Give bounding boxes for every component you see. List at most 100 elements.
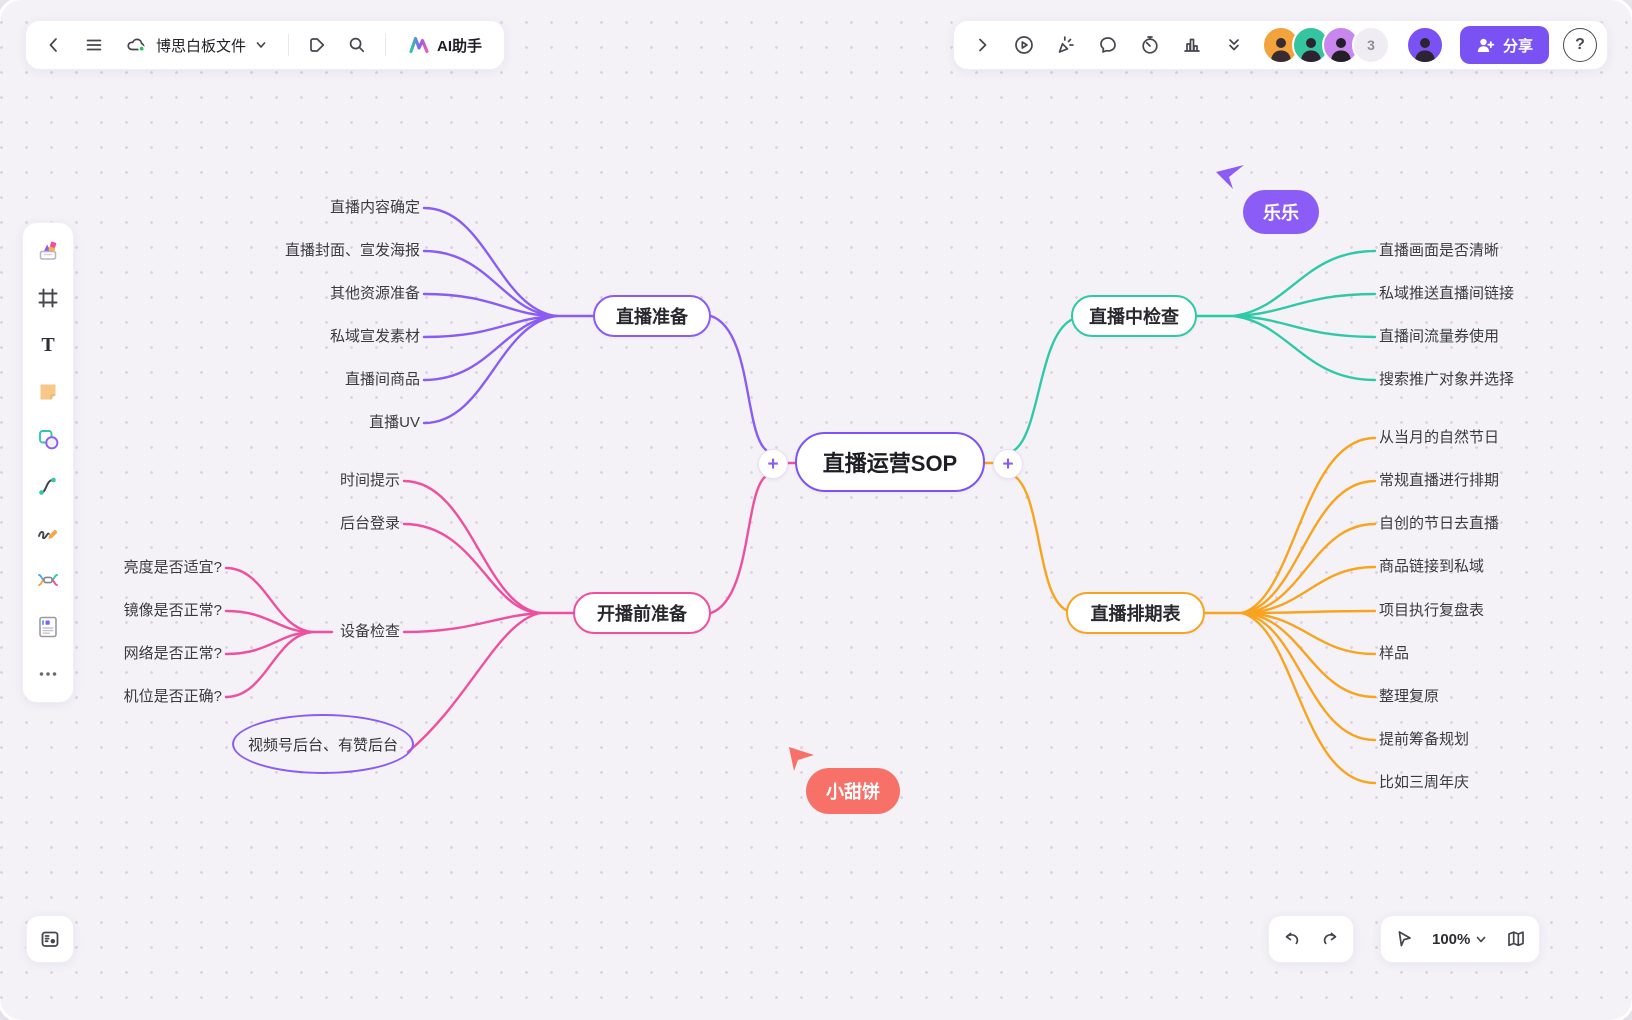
leaf-label[interactable]: 镜像是否正常? bbox=[123, 602, 222, 619]
file-name: 博思白板文件 bbox=[156, 37, 247, 55]
search-button[interactable] bbox=[339, 27, 375, 63]
redo-button[interactable] bbox=[1312, 921, 1348, 957]
leaf-label[interactable]: 后台登录 bbox=[339, 515, 400, 532]
collapse-toolbar-button[interactable] bbox=[1216, 27, 1252, 63]
text-tool-icon: T bbox=[41, 333, 55, 356]
minimap-button[interactable] bbox=[32, 921, 68, 957]
leaf-label[interactable]: 提前筹备规划 bbox=[1379, 731, 1470, 748]
branch-node-live-schedule[interactable]: 直播排期表 bbox=[1066, 592, 1205, 634]
mindmap-root-node[interactable]: 直播运营SOP bbox=[795, 432, 985, 492]
sticky-note-tool-button[interactable] bbox=[29, 373, 67, 411]
frame-icon bbox=[38, 288, 58, 308]
leaf-label[interactable]: 亮度是否适宜? bbox=[123, 559, 222, 576]
history-pill bbox=[1268, 915, 1354, 963]
chevron-down-icon bbox=[1477, 936, 1486, 943]
person-icon bbox=[1414, 38, 1435, 62]
leaf-label[interactable]: 其他资源准备 bbox=[329, 285, 420, 302]
pointer-tool-button[interactable] bbox=[1386, 921, 1422, 957]
leaf-label[interactable]: 常规直播进行排期 bbox=[1379, 472, 1500, 489]
branch-node-mid-live-check[interactable]: 直播中检查 bbox=[1071, 295, 1197, 337]
person-icon bbox=[1270, 38, 1291, 62]
shapes-tool-button[interactable] bbox=[29, 420, 67, 458]
mindmap-icon bbox=[38, 574, 58, 586]
leaf-label[interactable]: 搜索推广对象并选择 bbox=[1379, 371, 1515, 388]
view-controls-pill: 100% bbox=[1380, 915, 1541, 963]
pages-map-button[interactable] bbox=[1498, 921, 1534, 957]
collaborator-avatar-group[interactable]: 3 bbox=[1261, 26, 1390, 64]
mindmap-tool-button[interactable] bbox=[29, 561, 67, 599]
leaf-label[interactable]: 私域宣发素材 bbox=[329, 328, 420, 345]
collaborator-cursor-label: 小甜饼 bbox=[806, 768, 900, 814]
leaf-label[interactable]: 时间提示 bbox=[339, 472, 400, 489]
share-button[interactable]: 分享 bbox=[1459, 26, 1549, 64]
leaf-label[interactable]: 商品链接到私域 bbox=[1379, 558, 1485, 575]
leaf-label[interactable]: 网络是否正常? bbox=[123, 645, 222, 662]
undo-icon bbox=[1285, 932, 1299, 945]
present-button[interactable] bbox=[1006, 27, 1042, 63]
leaf-label[interactable]: 直播间流量券使用 bbox=[1379, 328, 1500, 345]
collaborator-cursor-icon bbox=[789, 747, 814, 771]
add-child-button-left[interactable]: + bbox=[758, 449, 788, 479]
search-icon bbox=[349, 37, 365, 53]
play-circle-icon bbox=[1015, 36, 1033, 54]
collaborator-count-badge: 3 bbox=[1351, 26, 1390, 64]
back-button[interactable] bbox=[36, 27, 72, 63]
chart-button[interactable] bbox=[1174, 27, 1210, 63]
leaf-label[interactable]: 整理复原 bbox=[1379, 688, 1440, 705]
map-icon bbox=[1508, 931, 1525, 947]
help-button[interactable]: ? bbox=[1563, 28, 1597, 62]
notes-doc-tool-button[interactable] bbox=[29, 608, 67, 646]
leaf-label[interactable]: 直播封面、宣发海报 bbox=[284, 242, 420, 259]
ellipse-node-backends[interactable]: 视频号后台、有赞后台 bbox=[232, 714, 414, 774]
minimap-pill bbox=[26, 915, 74, 963]
branch-node-pre-broadcast[interactable]: 开播前准备 bbox=[573, 592, 711, 634]
leaf-label[interactable]: 从当月的自然节日 bbox=[1379, 429, 1500, 446]
cloud-sync-icon bbox=[127, 38, 145, 52]
leaf-label[interactable]: 样品 bbox=[1379, 645, 1410, 662]
frame-tool-button[interactable] bbox=[29, 279, 67, 317]
share-label: 分享 bbox=[1502, 37, 1533, 55]
connector-icon bbox=[39, 477, 56, 495]
own-avatar[interactable] bbox=[1405, 26, 1444, 64]
templates-tool-button[interactable] bbox=[29, 232, 67, 270]
divider bbox=[288, 34, 290, 56]
leaf-label[interactable]: 直播间商品 bbox=[344, 371, 420, 388]
leaf-label[interactable]: 项目执行复盘表 bbox=[1379, 602, 1485, 619]
leaf-label[interactable]: 直播内容确定 bbox=[329, 199, 420, 216]
leaf-label[interactable]: 设备检查 bbox=[339, 623, 400, 640]
redo-icon bbox=[1323, 932, 1337, 945]
leaf-label[interactable]: 机位是否正确? bbox=[123, 688, 222, 705]
chevron-right-icon bbox=[979, 38, 987, 52]
laser-pointer-button[interactable] bbox=[1048, 27, 1084, 63]
text-tool-button[interactable]: T bbox=[29, 326, 67, 364]
connector-tool-button[interactable] bbox=[29, 467, 67, 505]
leaf-label[interactable]: 比如三周年庆 bbox=[1379, 774, 1470, 791]
zoom-level-value: 100% bbox=[1432, 930, 1471, 948]
chevron-left-icon bbox=[49, 38, 57, 52]
shapes-icon bbox=[38, 429, 58, 449]
timer-button[interactable] bbox=[1132, 27, 1168, 63]
ai-assistant-button[interactable]: AI助手 bbox=[396, 27, 494, 63]
add-child-button-right[interactable]: + bbox=[993, 449, 1023, 479]
leaf-label[interactable]: 自创的节日去直播 bbox=[1379, 515, 1500, 532]
collaborator-cursor-icon bbox=[1216, 165, 1244, 189]
pen-tool-button[interactable] bbox=[29, 514, 67, 552]
main-menu-button[interactable] bbox=[76, 27, 112, 63]
branch-node-live-prep[interactable]: 直播准备 bbox=[593, 295, 711, 337]
more-tools-button[interactable] bbox=[29, 655, 67, 693]
laser-pointer-icon bbox=[1058, 36, 1074, 53]
tag-button[interactable] bbox=[299, 27, 335, 63]
comments-button[interactable] bbox=[1090, 27, 1126, 63]
file-title-menu[interactable]: 博思白板文件 bbox=[116, 27, 278, 63]
zoom-level-menu[interactable]: 100% bbox=[1424, 921, 1496, 957]
document-icon bbox=[39, 616, 57, 638]
leaf-label[interactable]: 直播UV bbox=[369, 414, 420, 431]
leaf-label[interactable]: 直播画面是否清晰 bbox=[1379, 242, 1500, 259]
leaf-label[interactable]: 私域推送直播间链接 bbox=[1379, 285, 1515, 302]
undo-button[interactable] bbox=[1274, 921, 1310, 957]
topbar-left: 博思白板文件 AI助手 bbox=[25, 20, 506, 70]
expand-toolbar-button[interactable] bbox=[964, 27, 1000, 63]
double-chevron-down-icon bbox=[1229, 39, 1239, 51]
divider bbox=[385, 34, 387, 56]
